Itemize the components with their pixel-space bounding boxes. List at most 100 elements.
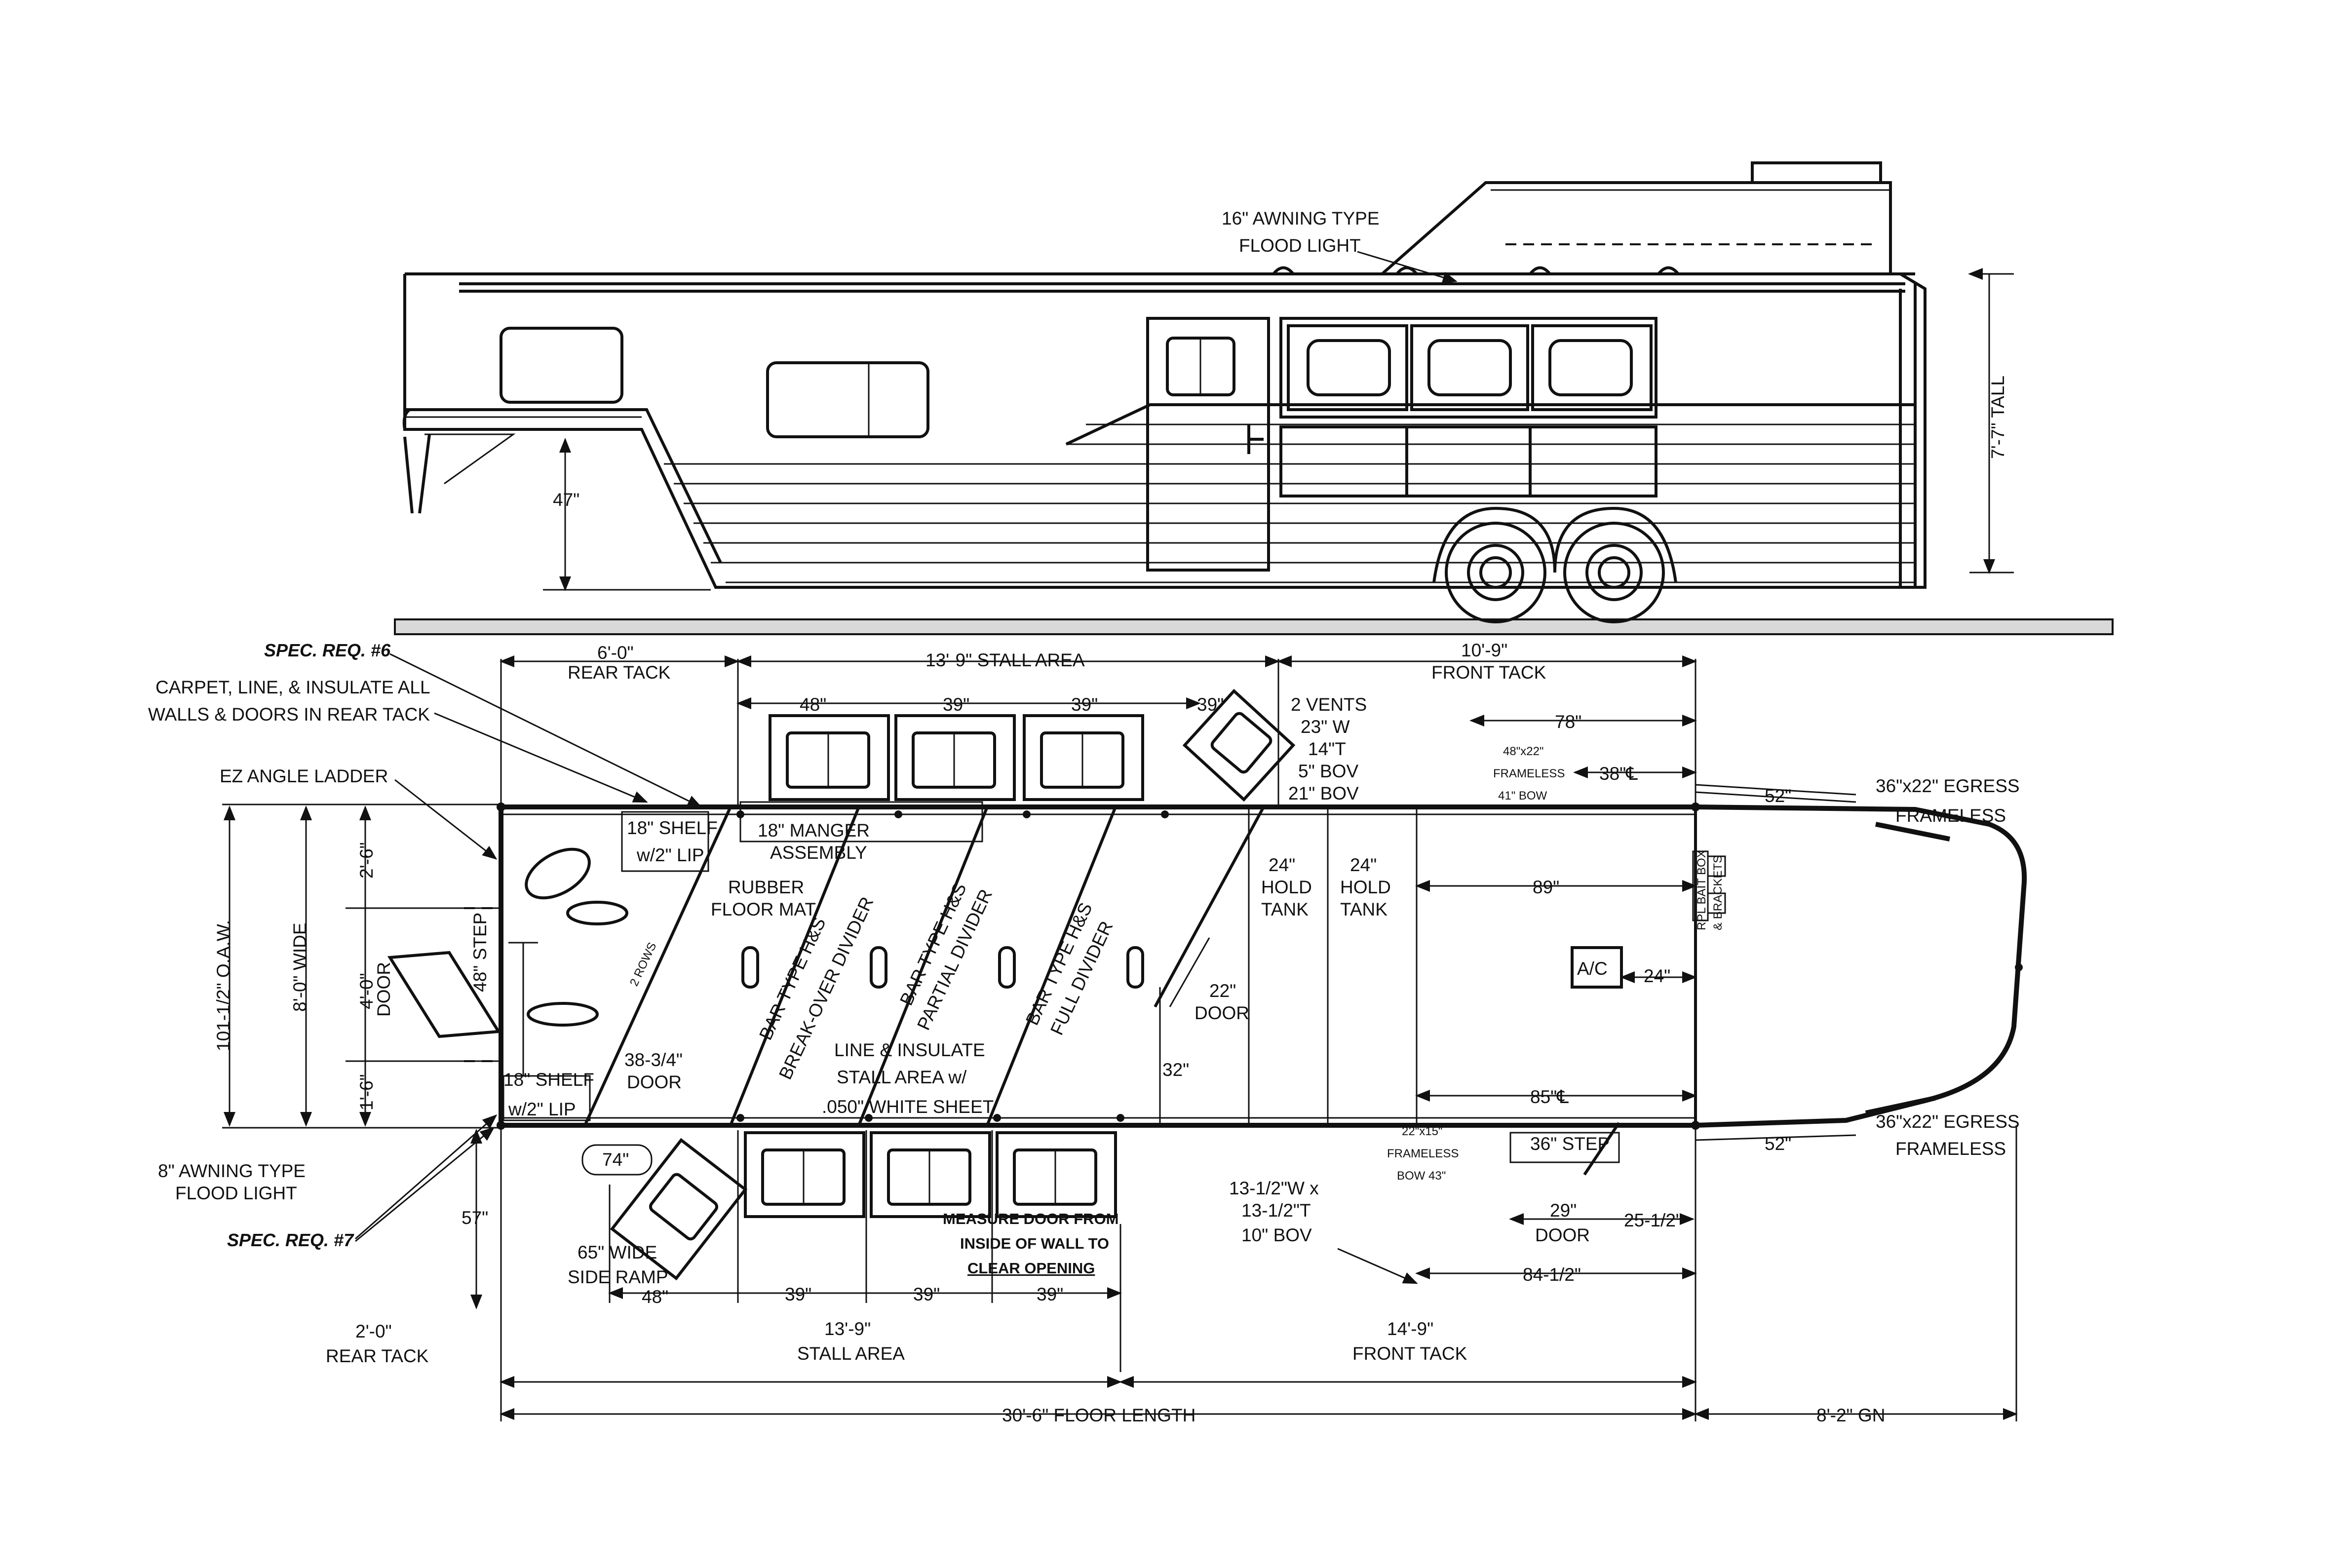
svg-text:2'-6": 2'-6"	[356, 842, 377, 879]
svg-text:52": 52"	[1765, 786, 1791, 806]
svg-text:24": 24"	[1350, 855, 1377, 875]
svg-text:84-1/2": 84-1/2"	[1523, 1264, 1581, 1285]
svg-text:85"℄: 85"℄	[1530, 1087, 1569, 1107]
carpet-note-1: CARPET, LINE, & INSULATE ALL	[155, 677, 430, 697]
svg-text:13-1/2"T: 13-1/2"T	[1241, 1200, 1311, 1221]
wide-dim: 8'-0" WIDE	[290, 922, 310, 1012]
svg-text:29": 29"	[1550, 1200, 1577, 1221]
svg-text:21" BOV: 21" BOV	[1288, 783, 1359, 803]
svg-text:RUBBER: RUBBER	[728, 877, 804, 897]
svg-text:39": 39"	[1037, 1284, 1063, 1304]
side-door	[1146, 317, 1270, 572]
svg-text:w/2" LIP: w/2" LIP	[636, 845, 704, 865]
svg-text:22"x15": 22"x15"	[1402, 1125, 1442, 1138]
measure-note-3: CLEAR OPENING	[967, 1260, 1095, 1277]
svg-text:39": 39"	[913, 1284, 940, 1304]
svg-text:TANK: TANK	[1340, 899, 1387, 919]
svg-text:.050" WHITE SHEET: .050" WHITE SHEET	[822, 1097, 994, 1117]
svg-text:REAR TACK: REAR TACK	[326, 1346, 429, 1366]
svg-text:FRAMELESS: FRAMELESS	[1895, 805, 2006, 826]
top-drop-windows	[769, 688, 1296, 802]
measure-note-1: MEASURE DOOR FROM	[943, 1210, 1119, 1227]
svg-text:65" WIDE: 65" WIDE	[578, 1242, 657, 1262]
bottom-drop-windows	[610, 1131, 1117, 1281]
tall-dim: 7'-7" TALL	[1988, 376, 2008, 459]
svg-text:DOOR: DOOR	[1535, 1225, 1590, 1245]
divider-3	[986, 806, 1117, 1126]
svg-text:DOOR: DOOR	[374, 962, 394, 1017]
svg-text:BOW 43": BOW 43"	[1397, 1169, 1446, 1183]
labels: SPEC. REQ. #6 CARPET, LINE, & INSULATE A…	[148, 208, 2020, 1425]
svg-text:39": 39"	[943, 694, 969, 715]
svg-text:89": 89"	[1533, 877, 1559, 897]
svg-text:48"x22": 48"x22"	[1503, 745, 1543, 758]
svg-text:DOOR: DOOR	[627, 1072, 682, 1092]
svg-text:STALL AREA: STALL AREA	[797, 1343, 905, 1364]
spec-req-6: SPEC. REQ. #6	[264, 640, 391, 660]
svg-text:74": 74"	[602, 1149, 629, 1170]
svg-text:DOOR: DOOR	[1195, 1003, 1249, 1023]
gooseneck-window	[500, 327, 623, 404]
ac-label: A/C	[1577, 958, 1608, 979]
awning16-2: FLOOD LIGHT	[1239, 235, 1361, 256]
dimension-lines	[222, 653, 2018, 1421]
svg-text:36"x22" EGRESS: 36"x22" EGRESS	[1876, 776, 2020, 796]
svg-text:14"T: 14"T	[1308, 739, 1346, 759]
svg-text:& BRACKETS: & BRACKETS	[1711, 855, 1725, 930]
side-stripes	[664, 423, 1915, 583]
svg-text:1'-6": 1'-6"	[356, 1074, 377, 1110]
svg-text:13'-9": 13'-9"	[824, 1319, 871, 1339]
svg-text:FLOOD LIGHT: FLOOD LIGHT	[175, 1183, 297, 1203]
svg-text:36"x22" EGRESS: 36"x22" EGRESS	[1876, 1111, 2020, 1132]
carpet-note-2: WALLS & DOORS IN REAR TACK	[148, 704, 430, 725]
horse-drop-doors	[1279, 425, 1657, 497]
ground-strip	[394, 618, 2114, 635]
svg-text:48": 48"	[642, 1287, 668, 1307]
svg-text:10'-9": 10'-9"	[1461, 640, 1507, 660]
manger	[739, 801, 983, 842]
svg-text:36" STEP: 36" STEP	[1530, 1134, 1610, 1154]
svg-text:2'-0": 2'-0"	[355, 1321, 392, 1341]
svg-text:2 ROWS: 2 ROWS	[627, 940, 659, 988]
svg-text:14'-9": 14'-9"	[1387, 1319, 1433, 1339]
measure-note-2: INSIDE OF WALL TO	[960, 1235, 1109, 1252]
awning16-1: 16" AWNING TYPE	[1222, 208, 1380, 229]
svg-text:38-3/4": 38-3/4"	[624, 1050, 683, 1070]
svg-text:10" BOV: 10" BOV	[1241, 1225, 1312, 1245]
spec-req-7: SPEC. REQ. #7	[227, 1230, 354, 1250]
svg-text:FRAMELESS: FRAMELESS	[1493, 767, 1565, 780]
svg-text:78": 78"	[1555, 712, 1581, 732]
svg-text:2 VENTS: 2 VENTS	[1291, 694, 1367, 715]
svg-text:5" BOV: 5" BOV	[1298, 761, 1358, 781]
svg-text:FRAMELESS: FRAMELESS	[1387, 1147, 1459, 1160]
svg-text:LINE & INSULATE: LINE & INSULATE	[834, 1040, 985, 1060]
svg-text:24": 24"	[1644, 966, 1670, 986]
svg-text:18" SHELF: 18" SHELF	[503, 1070, 594, 1090]
floor-plan	[387, 688, 2027, 1281]
svg-text:HOLD: HOLD	[1261, 877, 1312, 897]
svg-text:w/2" LIP: w/2" LIP	[508, 1099, 576, 1119]
h47-dim: 47"	[553, 490, 579, 510]
svg-text:8" AWNING TYPE: 8" AWNING TYPE	[158, 1161, 306, 1181]
svg-text:24": 24"	[1269, 855, 1295, 875]
svg-text:48" STEP: 48" STEP	[470, 913, 490, 992]
svg-text:39": 39"	[1197, 694, 1224, 715]
svg-text:FRONT TACK: FRONT TACK	[1352, 1343, 1467, 1364]
floor-length-dim: 30'-6" FLOOR LENGTH	[1002, 1405, 1195, 1425]
svg-text:41" BOW: 41" BOW	[1498, 789, 1547, 803]
side-window	[766, 361, 929, 438]
divider-4	[1154, 806, 1265, 1008]
svg-text:FRAMELESS: FRAMELESS	[1895, 1139, 2006, 1159]
oaw-dim: 101-1/2" O.A.W.	[213, 920, 233, 1051]
svg-text:32": 32"	[1162, 1060, 1189, 1080]
svg-text:18" SHELF: 18" SHELF	[627, 818, 718, 838]
svg-text:22": 22"	[1209, 981, 1236, 1001]
svg-text:SIDE RAMP: SIDE RAMP	[568, 1267, 668, 1287]
svg-text:6'-0": 6'-0"	[597, 643, 634, 663]
ac-unit	[1571, 946, 1623, 989]
rivets	[497, 803, 2023, 1130]
svg-text:39": 39"	[785, 1284, 811, 1304]
svg-text:13-1/2"W x: 13-1/2"W x	[1229, 1178, 1319, 1198]
ladder-label: EZ ANGLE LADDER	[220, 766, 388, 786]
